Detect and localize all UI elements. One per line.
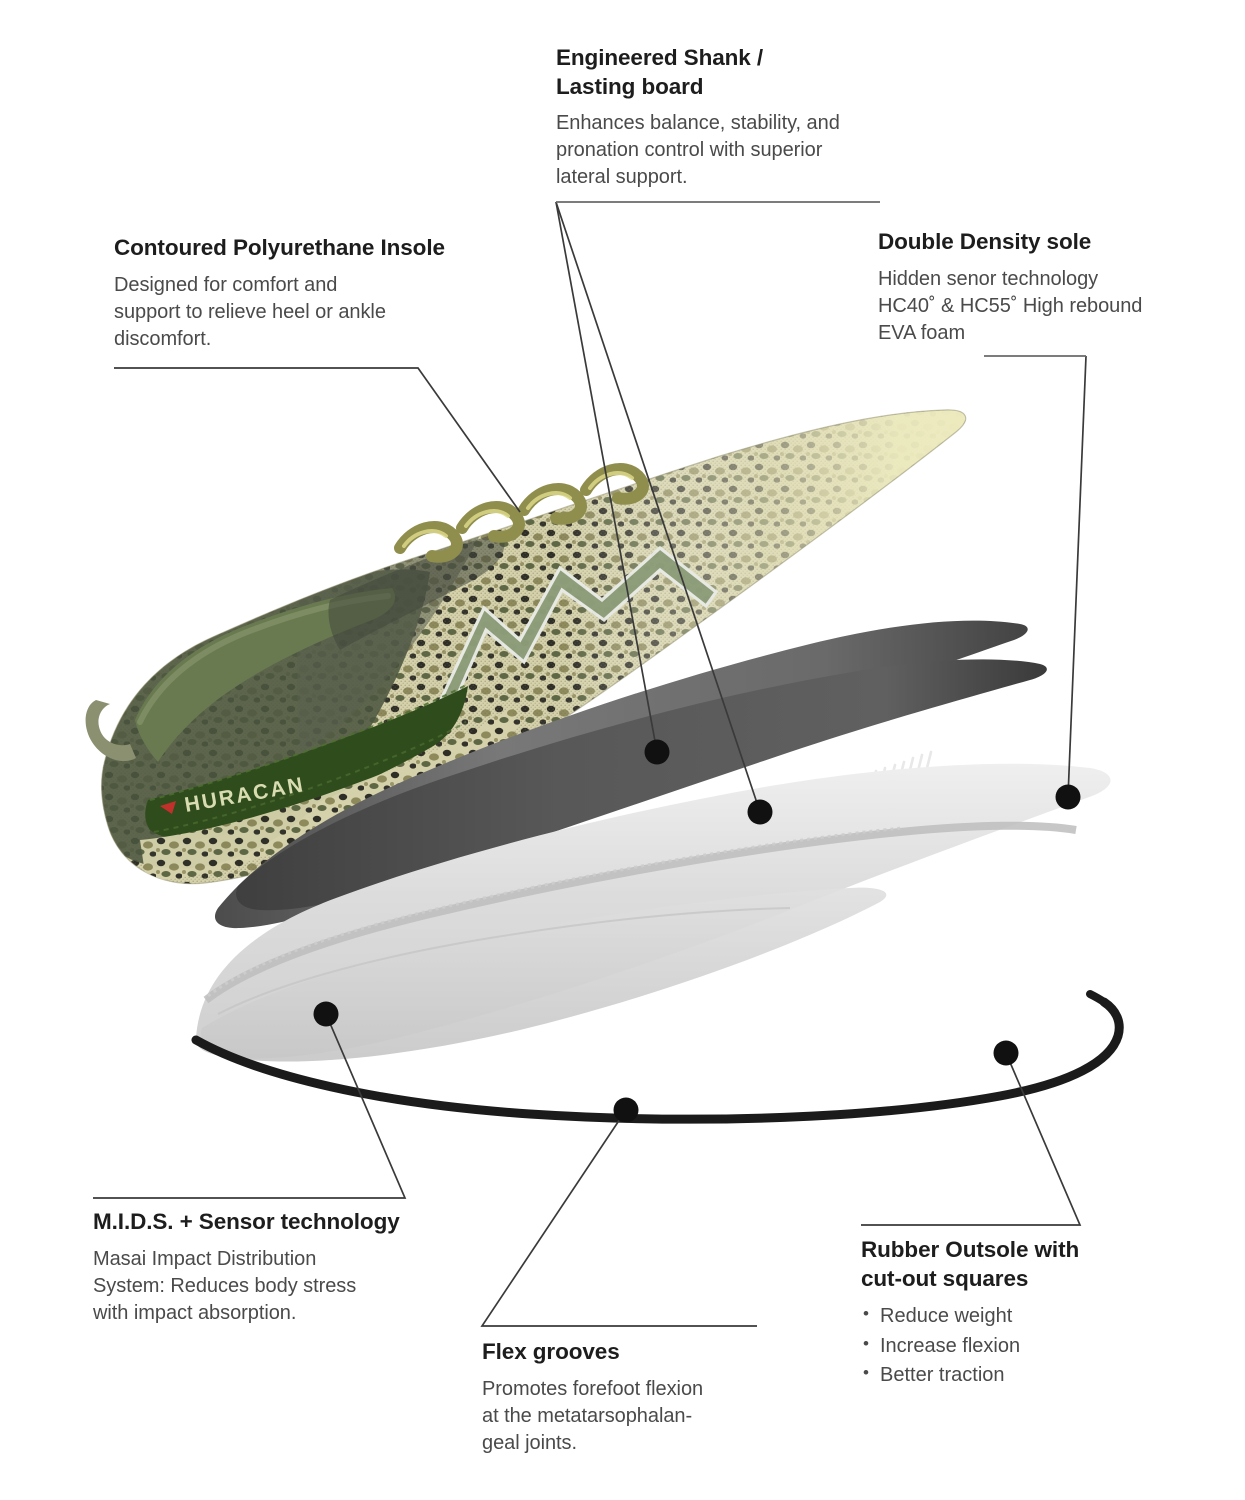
laces bbox=[394, 462, 649, 563]
callout-body: Enhances balance, stability, and pronati… bbox=[556, 112, 840, 189]
callout-title: Contoured Polyurethane Insole bbox=[114, 235, 445, 260]
callout-bullet-list: Reduce weightIncrease flexionBetter trac… bbox=[861, 1301, 1161, 1391]
callout-title: M.I.D.S. + Sensor technology bbox=[93, 1209, 400, 1234]
callout-rubber-outsole: Rubber Outsole with cut-out squares Redu… bbox=[861, 1236, 1161, 1391]
heel-brand-band bbox=[145, 686, 468, 840]
dot-lasting-board bbox=[747, 799, 773, 825]
callout-body: Promotes forefoot flexion at the metatar… bbox=[482, 1377, 704, 1454]
brand-mark bbox=[160, 801, 176, 814]
dot-rubber-outsole bbox=[993, 1040, 1019, 1066]
rubber-outsole-layer bbox=[191, 990, 1124, 1124]
callout-bullet-item: Better traction bbox=[861, 1360, 1161, 1391]
leader-insole bbox=[114, 367, 521, 513]
leader-flex bbox=[480, 1109, 757, 1327]
callout-title: Rubber Outsole with cut-out squares bbox=[861, 1237, 1080, 1291]
dot-flex-grooves bbox=[613, 1097, 639, 1123]
callout-flex-grooves: Flex grooves Promotes forefoot flexion a… bbox=[482, 1338, 757, 1457]
leader-outsole bbox=[861, 1052, 1082, 1226]
heel-collar bbox=[135, 588, 396, 762]
callout-bullet-item: Reduce weight bbox=[861, 1301, 1161, 1332]
dot-mids bbox=[313, 1001, 339, 1027]
callout-body: Designed for comfort and support to reli… bbox=[114, 273, 386, 350]
callout-double-density-sole: Double Density sole Hidden senor technol… bbox=[878, 228, 1198, 347]
heel-pull-tab bbox=[85, 700, 136, 762]
callout-title: Double Density sole bbox=[878, 229, 1092, 254]
leader-density bbox=[1067, 355, 1087, 798]
callout-title: Flex grooves bbox=[482, 1339, 620, 1364]
double-density-sole-layer bbox=[196, 763, 1111, 1062]
callout-body: Hidden senor technology HC40˚ & HC55˚ Hi… bbox=[878, 267, 1143, 344]
dot-engineered-shank bbox=[644, 739, 670, 765]
leader-lines bbox=[93, 201, 1087, 1327]
leader-shank-a bbox=[555, 201, 658, 753]
lace-highlights bbox=[402, 471, 634, 548]
leader-shank-b bbox=[555, 201, 761, 813]
side-logo bbox=[435, 545, 719, 715]
dot-double-density-sole bbox=[1055, 784, 1081, 810]
callout-mids-sensor-technology: M.I.D.S. + Sensor technology Masai Impac… bbox=[93, 1208, 423, 1327]
callout-bullet-item: Increase flexion bbox=[861, 1331, 1161, 1362]
callout-title: Engineered Shank / Lasting board bbox=[556, 45, 764, 99]
leader-mids bbox=[93, 1013, 407, 1199]
marker-dots bbox=[313, 739, 1081, 1123]
callout-contoured-insole: Contoured Polyurethane Insole Designed f… bbox=[114, 234, 484, 353]
callout-body: Masai Impact Distribution System: Reduce… bbox=[93, 1247, 357, 1324]
callout-engineered-shank: Engineered Shank / Lasting board Enhance… bbox=[556, 44, 886, 191]
